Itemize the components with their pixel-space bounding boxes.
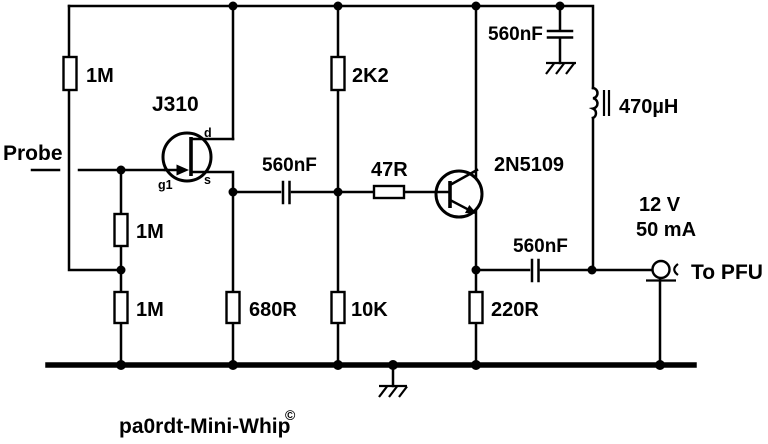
wire-left-column — [67, 4, 123, 272]
caption-title: pa0rdt-Mini-Whip — [119, 415, 290, 438]
ground-hatch — [565, 62, 575, 75]
capacitor-value: 560nF — [488, 24, 543, 45]
capacitor-value: 560nF — [513, 236, 568, 257]
resistor-value: 47R — [371, 159, 408, 181]
copyright-icon: © — [285, 407, 296, 423]
ground-hatch — [378, 385, 388, 398]
resistor-r3: 1M — [113, 290, 164, 325]
resistor-value: 680R — [249, 299, 297, 321]
transistor-circle — [434, 169, 484, 219]
ground-hatch — [555, 62, 565, 75]
resistor-value: 2K2 — [352, 65, 389, 87]
junction-dot — [388, 360, 398, 370]
connector-circle-icon — [651, 259, 671, 280]
capacitor-c2: 560nF — [488, 24, 574, 45]
junction-dot — [333, 187, 343, 197]
supply-voltage: 12 V — [639, 194, 681, 216]
connector-mate-icon — [673, 263, 679, 276]
junction-dot — [116, 360, 126, 370]
junction-dot — [228, 360, 238, 370]
resistor-value: 220R — [491, 299, 539, 321]
junction-dot — [228, 1, 238, 11]
resistor-r6: 10K — [330, 290, 388, 325]
ground-symbol-top — [545, 61, 576, 75]
junction-dot — [471, 265, 481, 275]
junction-dots — [116, 1, 665, 370]
resistor-body — [113, 212, 129, 248]
transistor-part-label: 2N5109 — [494, 154, 564, 176]
resistor-body — [113, 290, 129, 325]
resistor-r1: 1M — [62, 55, 114, 92]
junction-dot — [471, 360, 481, 370]
resistor-body — [372, 184, 406, 200]
pin-label-drain: d — [204, 126, 212, 140]
transistor-q2-2n5109: 2N5109 — [434, 154, 564, 219]
junction-dot — [116, 165, 126, 175]
npn-collector-lead — [448, 168, 479, 187]
junction-dot — [333, 1, 343, 11]
ground-hatch — [388, 385, 398, 398]
inductor-value: 470µH — [619, 96, 678, 118]
jfet-source-lead — [189, 170, 235, 194]
npn-emitter-arrow-icon — [465, 205, 477, 214]
resistor-body — [225, 290, 241, 325]
resistor-value: 1M — [136, 221, 164, 243]
junction-dot — [116, 265, 126, 275]
resistor-body — [62, 55, 78, 92]
resistor-body — [330, 290, 346, 325]
inductor-coil — [588, 86, 599, 120]
inductor-l1: 470µH — [588, 86, 678, 120]
output-label: To PFU — [691, 261, 763, 284]
resistor-r7: 47R — [371, 159, 408, 200]
resistor-r5: 680R — [225, 290, 297, 325]
capacitor-c1: 560nF — [262, 155, 317, 205]
junction-dot — [228, 187, 238, 197]
jfet-gate-arrow-icon — [176, 164, 189, 176]
supply-current: 50 mA — [636, 219, 696, 241]
resistor-r4: 2K2 — [330, 55, 389, 92]
junction-dot — [655, 360, 665, 370]
resistor-value: 10K — [351, 299, 388, 321]
capacitor-value: 560nF — [262, 155, 317, 176]
ground-hatch — [545, 62, 555, 75]
resistor-r2: 1M — [113, 212, 164, 248]
resistor-body — [468, 290, 484, 325]
resistor-value: 1M — [136, 299, 164, 321]
pin-label-gate: g1 — [158, 178, 173, 192]
resistor-value: 1M — [86, 65, 114, 87]
junction-dot — [471, 1, 481, 11]
probe-input: Probe — [3, 142, 167, 172]
caption: pa0rdt-Mini-Whip © — [119, 407, 296, 438]
wire-top-rail — [67, 4, 595, 90]
output-connector: To PFU — [646, 259, 763, 284]
resistor-body — [330, 55, 346, 92]
junction-dot — [333, 360, 343, 370]
resistor-r8: 220R — [468, 290, 539, 325]
transistor-q1-j310: J310 d g1 s — [152, 93, 235, 194]
junction-dot — [555, 1, 565, 11]
junction-dot — [587, 265, 597, 275]
supply-rating: 12 V 50 mA — [636, 194, 696, 241]
transistor-part-label: J310 — [152, 93, 199, 116]
pin-label-source: s — [204, 173, 211, 187]
ground-hatch — [398, 385, 408, 398]
probe-label: Probe — [3, 142, 63, 165]
capacitor-c3: 560nF — [513, 236, 568, 283]
